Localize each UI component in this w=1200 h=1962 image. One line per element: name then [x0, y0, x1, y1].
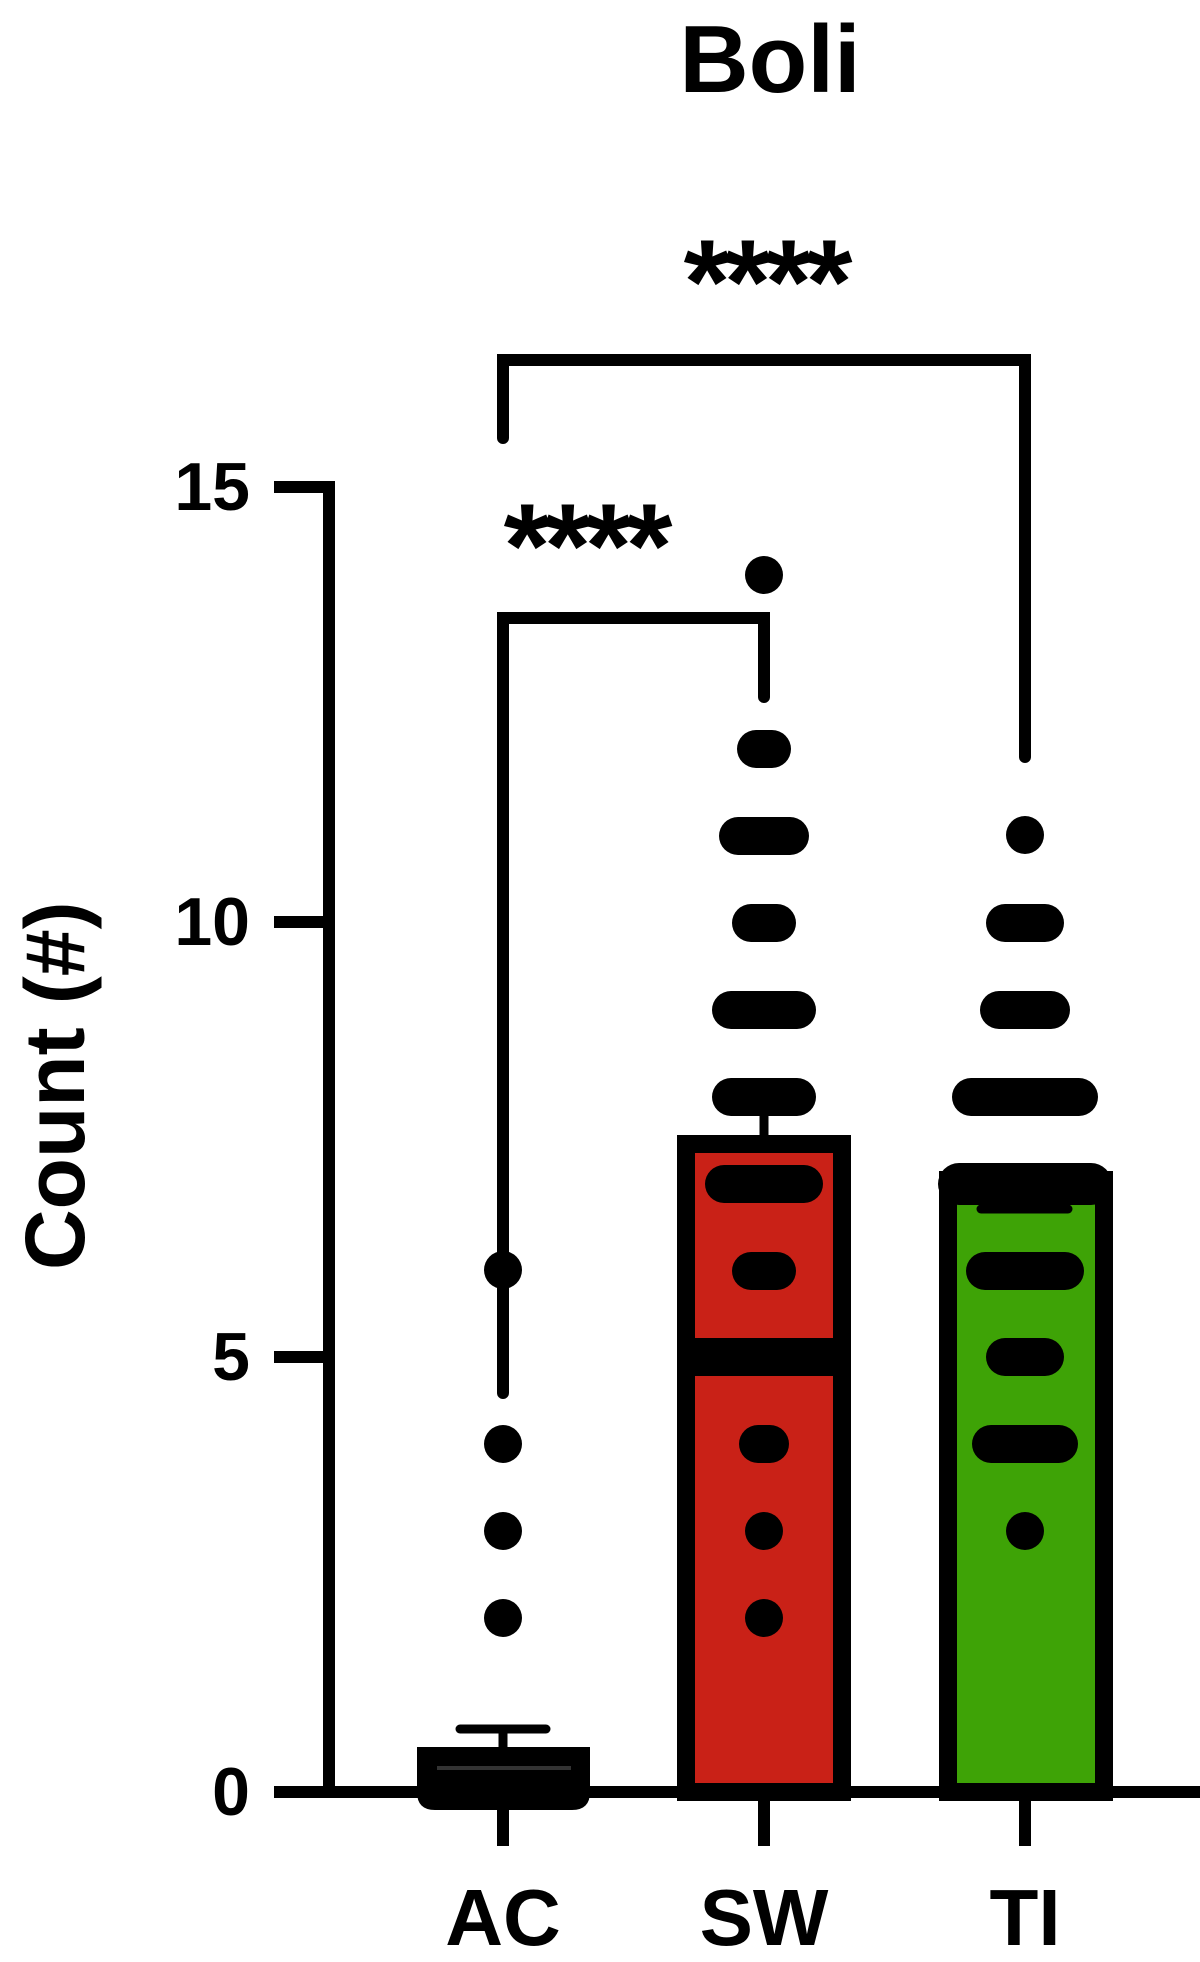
y-tick-label-15: 15 — [174, 449, 250, 525]
significance-bracket-ac-sw — [497, 612, 770, 1399]
significance-bracket-ac-ti — [497, 354, 1031, 763]
x-axis — [274, 1786, 1200, 1846]
bar-sw — [677, 1135, 851, 1801]
chart-title: Boli — [679, 6, 861, 113]
significance-label-ac-sw: **** — [503, 479, 673, 613]
y-tick-label-10: 10 — [174, 884, 250, 960]
x-tick-label-sw: SW — [699, 1873, 829, 1962]
data-points-ac — [420, 1251, 586, 1810]
x-tick-label-ti: TI — [989, 1873, 1061, 1962]
y-axis — [274, 481, 335, 1798]
error-bar-ac — [455, 1724, 551, 1752]
significance-label-ac-ti: **** — [683, 215, 853, 349]
y-tick-label-5: 5 — [212, 1319, 250, 1395]
data-points-ti — [938, 816, 1112, 1550]
y-tick-label-0: 0 — [212, 1754, 250, 1830]
data-points-sw — [695, 556, 833, 1637]
x-tick-label-ac: AC — [445, 1873, 561, 1962]
